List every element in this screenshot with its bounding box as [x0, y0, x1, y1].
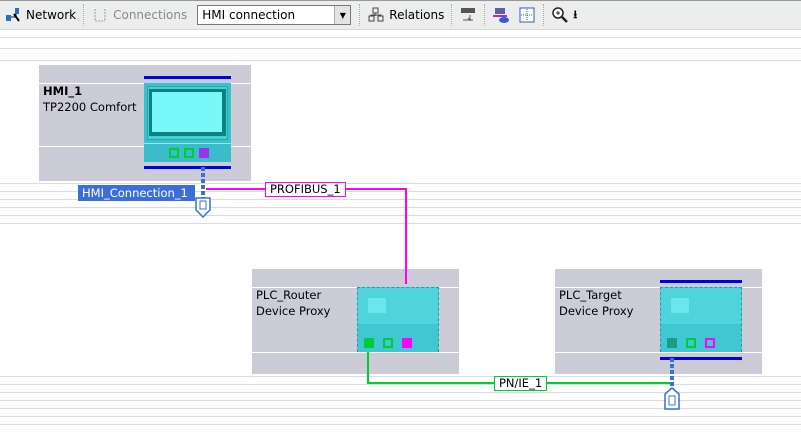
device-type: TP2200 Comfort [43, 100, 137, 114]
connections-icon [91, 6, 109, 24]
device-type: Device Proxy [559, 304, 634, 318]
zoom-in-icon [551, 6, 569, 24]
connection-type-select[interactable]: HMI connection ▼ [197, 5, 352, 25]
connection-endpoint-icon [195, 197, 211, 219]
show-address-button[interactable] [488, 3, 514, 27]
download-arrow-icon: ⭳ [573, 7, 578, 21]
profibus-line [206, 188, 407, 284]
name-icon [459, 6, 477, 24]
grid-button[interactable] [514, 3, 540, 27]
zoom-button[interactable]: ⭳ [547, 3, 581, 27]
network-view-button[interactable]: Network [0, 3, 80, 27]
network-label: Network [26, 8, 77, 22]
relations-button[interactable]: Relations [363, 3, 448, 27]
toolbar: Network Connections HMI connection ▼ Rel… [0, 0, 801, 30]
relations-icon [367, 6, 385, 24]
pnie-label[interactable]: PN/IE_1 [494, 376, 548, 391]
device-proxy-icon [660, 287, 742, 352]
hmi-connection-label[interactable]: HMI_Connection_1 [78, 185, 195, 201]
pnie-line [367, 352, 671, 384]
device-name: PLC_Router [256, 288, 322, 302]
relations-label: Relations [389, 8, 445, 22]
connections-label: Connections [113, 8, 188, 22]
device-proxy-icon [357, 287, 439, 352]
device-name: HMI_1 [43, 84, 83, 98]
device-type: Device Proxy [256, 304, 331, 318]
hmi-panel-icon [144, 83, 231, 162]
network-icon [4, 6, 22, 24]
address-eye-icon [492, 6, 510, 24]
device-name: PLC_Target [559, 288, 622, 302]
connections-button[interactable]: Connections [87, 3, 191, 27]
show-names-button[interactable] [455, 3, 481, 27]
chevron-down-icon[interactable]: ▼ [334, 6, 351, 24]
profibus-label[interactable]: PROFIBUS_1 [265, 182, 346, 197]
grid-icon [518, 6, 536, 24]
connection-endpoint-icon [664, 387, 680, 410]
connection-type-value: HMI connection [202, 8, 296, 22]
